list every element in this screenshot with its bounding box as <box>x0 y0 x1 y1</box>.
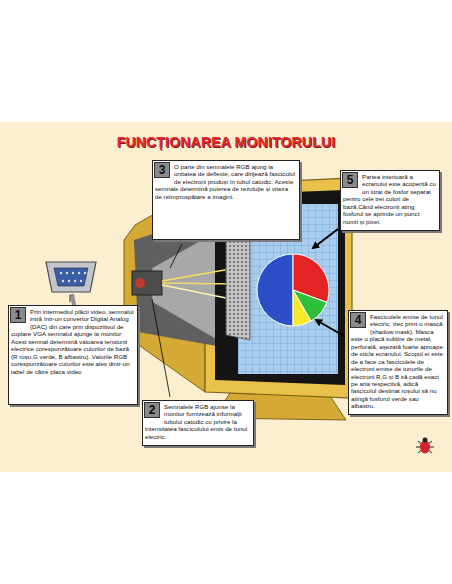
pie-slice <box>293 290 311 326</box>
callout-number: 2 <box>144 402 160 418</box>
pointer-arrow <box>316 320 344 336</box>
callout-box: 4Fasciculele emise de tunul electric, tr… <box>348 310 448 415</box>
poster-title: FUNCȚIONAREA MONITORULUI <box>0 134 452 150</box>
bug-icon <box>416 438 434 454</box>
gun-cathode <box>135 278 145 288</box>
callout-number: 3 <box>154 162 170 178</box>
callout-text: Semnalele RGB ajunse la monitor furnizea… <box>145 403 250 440</box>
electron-gun <box>132 271 162 295</box>
callout-text: O parte din semnalele RGB ajung la unita… <box>155 163 296 200</box>
leader-line <box>70 295 71 302</box>
vga-pins <box>60 272 86 282</box>
callout-number: 1 <box>10 307 26 323</box>
pointer-arrow <box>313 229 338 248</box>
electron-beam <box>162 268 236 281</box>
vga-connector <box>46 262 96 292</box>
leader-line <box>152 299 170 397</box>
vga-pins-frame <box>54 268 88 286</box>
callout-number: 5 <box>342 172 358 188</box>
callout-text: Prin intermediul plăcii video, semnalul … <box>11 308 134 375</box>
poster-background <box>0 122 452 472</box>
callout-box: 5Partea interioară a ecranului este acop… <box>340 170 440 231</box>
electron-beam <box>162 283 236 284</box>
shadow-mask <box>226 228 250 340</box>
electron-beam <box>162 285 236 300</box>
callout-number: 4 <box>350 312 366 328</box>
leader-line <box>170 244 182 268</box>
pie-slice <box>257 254 293 326</box>
callout-box: 1Prin intermediul plăcii video, semnalul… <box>8 305 138 405</box>
callout-box: 3O parte din semnalele RGB ajung la unit… <box>152 160 300 240</box>
callout-text: Partea interioară a ecranului este acope… <box>343 173 436 225</box>
callout-text: Fasciculele emise de tunul electric, tre… <box>351 313 444 410</box>
callout-box: 2Semnalele RGB ajunse la monitor furnize… <box>142 400 254 446</box>
